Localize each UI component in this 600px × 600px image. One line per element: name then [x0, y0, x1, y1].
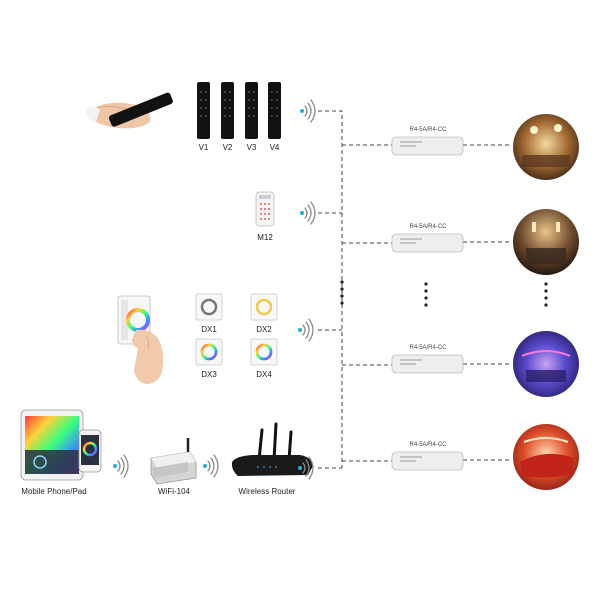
- signal-icon-router: [298, 456, 314, 480]
- dx1-panel: DX1: [195, 293, 223, 334]
- receiver-4: R4-5A/R4-CC: [391, 442, 464, 471]
- signal-icon-m12: [300, 201, 316, 225]
- dx1-label: DX1: [201, 325, 217, 334]
- remote-v3: [245, 82, 258, 139]
- wifi-104-label: WiFi-104: [158, 487, 191, 496]
- receiver-1-label: R4-5A/R4-CC: [409, 127, 447, 133]
- remote-v4-label: V4: [270, 143, 280, 152]
- wireless-router-icon: Wireless Router: [231, 422, 313, 496]
- signal-icon-v-remotes: [300, 99, 316, 123]
- remote-v3-label: V3: [247, 143, 257, 152]
- router-label: Wireless Router: [239, 487, 296, 496]
- receiver-4-label: R4-5A/R4-CC: [409, 442, 447, 448]
- backbone-wires: [318, 110, 512, 469]
- dx2-label: DX2: [256, 325, 272, 334]
- dx4-label: DX4: [256, 370, 272, 379]
- ellipsis-scenes: [544, 282, 548, 307]
- receiver-2-label: R4-5A/R4-CC: [409, 224, 447, 230]
- remote-m12-label: M12: [257, 233, 273, 242]
- hand-holding-remote-icon: [86, 92, 173, 129]
- receiver-3-label: R4-5A/R4-CC: [409, 345, 447, 351]
- dx-panels: DX1 DX2 DX3 DX4: [195, 293, 278, 379]
- receiver-1: R4-5A/R4-CC: [391, 127, 464, 156]
- receiver-2: R4-5A/R4-CC: [391, 224, 464, 253]
- room-scene-photo-4: [513, 424, 579, 490]
- ellipsis-trunk: [340, 280, 344, 305]
- remote-v1-label: V1: [199, 143, 209, 152]
- remote-v2: [221, 82, 234, 139]
- ellipsis-dots: [340, 280, 548, 307]
- v-remotes: V1 V2 V3 V4: [197, 82, 281, 152]
- wall-panel-with-hand-icon: [117, 295, 164, 384]
- dx3-panel: DX3: [195, 338, 223, 379]
- remote-v1: [197, 82, 210, 139]
- room-scene-photo-2: [513, 209, 579, 275]
- remote-v2-label: V2: [223, 143, 233, 152]
- signal-icon-dx: [298, 318, 314, 342]
- dx2-panel: DX2: [250, 293, 278, 334]
- room-scene-photo-1: [513, 114, 579, 180]
- wifi-104-device-icon: WiFi-104: [150, 438, 197, 496]
- signal-icon-phone: [113, 454, 129, 478]
- receiver-3: R4-5A/R4-CC: [391, 345, 464, 374]
- wire-trunk: [318, 110, 343, 468]
- signal-icon-wifi-104: [203, 454, 219, 478]
- dx3-label: DX3: [201, 370, 217, 379]
- dx4-panel: DX4: [250, 338, 278, 379]
- tablet-and-phone-icon: Mobile Phone/Pad: [20, 409, 102, 496]
- remote-v4: [268, 82, 281, 139]
- remote-m12: M12: [255, 191, 275, 242]
- ellipsis-receivers: [424, 282, 428, 307]
- phone-pad-label: Mobile Phone/Pad: [21, 487, 86, 496]
- room-scene-photo-3: [513, 331, 579, 397]
